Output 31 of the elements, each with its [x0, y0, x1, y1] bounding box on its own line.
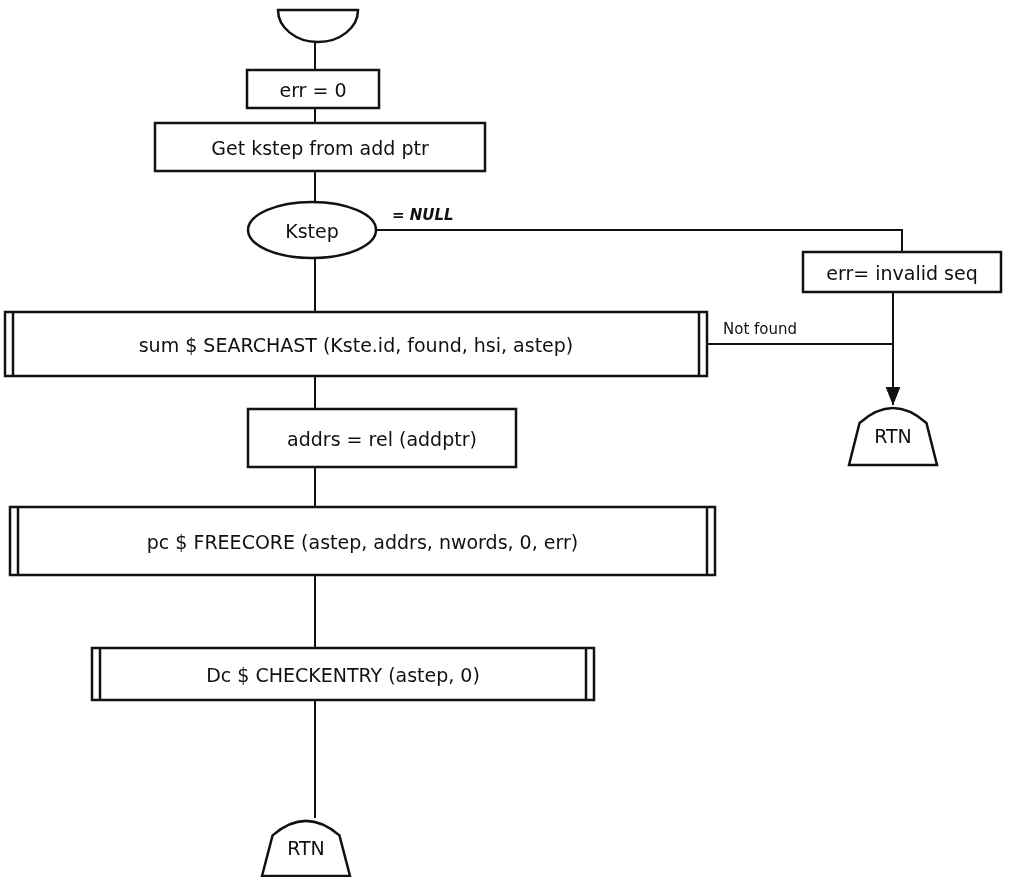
connector-line: [314, 170, 316, 203]
process-box: [803, 252, 1001, 292]
node-text: err= invalid seq: [826, 261, 978, 284]
node-text: Get kstep from add ptr: [211, 136, 429, 159]
process-box: [247, 70, 379, 108]
connector-line: [314, 257, 316, 313]
node-text: pc $ FREECORE (astep, addrs, nwords, 0, err): [146, 530, 579, 553]
predefined-process-box: [10, 507, 715, 575]
arrow: [706, 343, 901, 406]
decision-oval: [248, 202, 376, 258]
connector-line: [314, 574, 316, 649]
node-text: addrs = rel (addptr): [287, 427, 477, 450]
node-text: RTN: [874, 424, 912, 447]
connector-line: [314, 107, 316, 124]
node-text: RTN: [287, 836, 325, 859]
predefined-process-box: [92, 648, 594, 700]
start-terminal: [278, 10, 358, 42]
connector-line: [375, 229, 903, 253]
node-text: Kstep: [285, 219, 339, 242]
return-terminal: [849, 405, 937, 465]
node-text: Dc $ CHECKENTRY (astep, 0): [206, 663, 480, 686]
connector-line: [314, 699, 316, 819]
connector-line: [314, 466, 316, 508]
return-terminal: [262, 818, 350, 876]
predefined-process-box: [5, 312, 707, 376]
process-box: [155, 123, 485, 171]
node-text: sum $ SEARCHAST (Kste.id, found, hsi, astep): [138, 333, 574, 356]
connector-line: [314, 375, 316, 410]
process-box: [248, 409, 516, 467]
node-text: err = 0: [279, 78, 347, 101]
connector-line: [314, 41, 316, 71]
